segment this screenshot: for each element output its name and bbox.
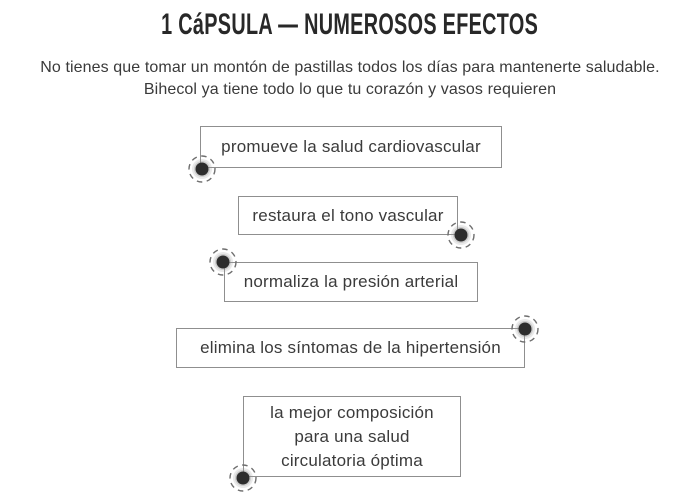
effect-label: promueve la salud cardiovascular	[221, 137, 481, 156]
dot-marker-icon	[511, 315, 539, 343]
dot-marker-icon	[447, 221, 475, 249]
subtitle-line-1: No tienes que tomar un montón de pastill…	[40, 59, 660, 76]
section-header: 1 CáPSULA — NUMEROSOS EFECTOS	[0, 8, 700, 42]
effect-box-hypertension: elimina los síntomas de la hipertensión	[176, 328, 525, 368]
dot-marker-icon	[188, 155, 216, 183]
effect-box-composition: la mejor composición para una salud circ…	[243, 396, 461, 477]
effect-box-blood-pressure: normaliza la presión arterial	[224, 262, 478, 302]
effect-label: elimina los síntomas de la hipertensión	[200, 338, 501, 357]
section-subtitle: No tienes que tomar un montón de pastill…	[0, 57, 700, 101]
effect-label: la mejor composición para una salud circ…	[270, 402, 434, 470]
effect-box-vascular-tone: restaura el tono vascular	[238, 196, 458, 235]
page-title: 1 CáPSULA — NUMEROSOS EFECTOS	[161, 8, 539, 41]
effect-box-cardiovascular: promueve la salud cardiovascular	[200, 126, 502, 168]
dot-marker-icon	[229, 464, 257, 492]
effect-label: restaura el tono vascular	[252, 205, 444, 225]
effect-label: normaliza la presión arterial	[243, 272, 459, 291]
subtitle-line-2: Bihecol ya tiene todo lo que tu corazón …	[143, 81, 557, 98]
dot-marker-icon	[209, 248, 237, 276]
